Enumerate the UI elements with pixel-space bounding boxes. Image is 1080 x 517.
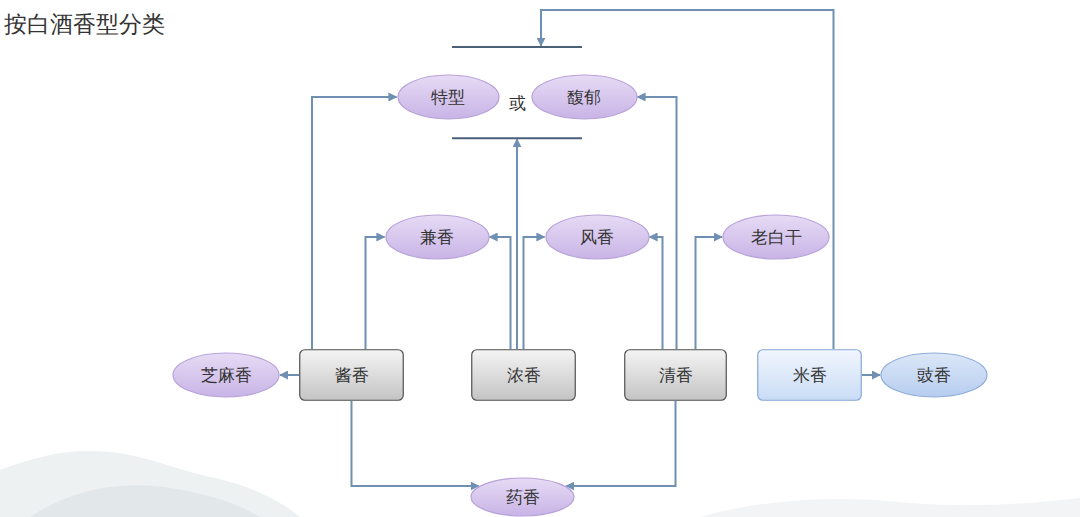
connector-arrow (490, 237, 511, 349)
node-label: 风香 (580, 227, 614, 247)
aroma-ellipse: 特型 (397, 74, 500, 120)
aroma-ellipse: 老白干 (722, 214, 830, 260)
ink-mountain (30, 485, 260, 517)
node-label: 酱香 (335, 365, 369, 385)
node-label: 清香 (659, 365, 693, 385)
ellipse-outline (471, 478, 574, 516)
aroma-ellipse: 药香 (470, 477, 575, 517)
connector-arrow (566, 401, 675, 486)
box-outline (300, 350, 404, 401)
aroma-ellipse: 芝麻香 (172, 352, 280, 398)
ellipse-outline (723, 215, 829, 259)
node-label: 豉香 (917, 365, 951, 385)
group-bracket: 或特型馥郁 (452, 46, 582, 139)
ellipse-outline (881, 353, 987, 397)
box-outline (758, 350, 862, 401)
connector-arrow (650, 237, 663, 349)
box-outline (625, 350, 727, 401)
bracket-line (452, 46, 582, 48)
ink-mountain (700, 498, 1080, 517)
connector-arrow (352, 401, 479, 486)
connector-arrow (696, 237, 723, 349)
aroma-ellipse: 馥郁 (531, 74, 638, 120)
connector-arrow (280, 374, 299, 376)
node-label: 药香 (506, 487, 540, 507)
connector-arrow (516, 139, 518, 349)
ellipse-outline (546, 215, 649, 259)
ellipse-outline (532, 75, 637, 119)
node-label: 浓香 (507, 365, 541, 385)
connector-arrow (366, 237, 385, 349)
node-label: 特型 (431, 87, 465, 107)
base-aroma-box: 浓香 (471, 349, 576, 401)
node-label: 馥郁 (567, 87, 601, 107)
node-label: 或 (509, 93, 526, 113)
box-outline (472, 350, 576, 401)
node-label: 芝麻香 (201, 365, 252, 385)
ink-mountain (0, 451, 300, 517)
node-label: 兼香 (420, 227, 454, 247)
node-label: 老白干 (751, 227, 802, 247)
connector-arrow (862, 374, 880, 376)
connector-arrow (638, 97, 677, 349)
node-label: 米香 (793, 365, 827, 385)
base-aroma-box: 清香 (624, 349, 727, 401)
bracket-line (452, 137, 582, 139)
aroma-ellipse: 豉香 (880, 352, 988, 398)
aroma-ellipse: 风香 (545, 214, 650, 260)
connector-arrow (541, 10, 834, 349)
connector-arrow (312, 97, 397, 349)
base-aroma-box: 酱香 (299, 349, 404, 401)
ellipse-outline (398, 75, 499, 119)
connector-arrow (524, 237, 545, 349)
ellipse-outline (173, 353, 279, 397)
ellipse-outline (386, 215, 489, 259)
aroma-ellipse: 兼香 (385, 214, 490, 260)
base-aroma-box: 米香 (757, 349, 862, 401)
diagram-title: 按白酒香型分类 (4, 9, 165, 40)
